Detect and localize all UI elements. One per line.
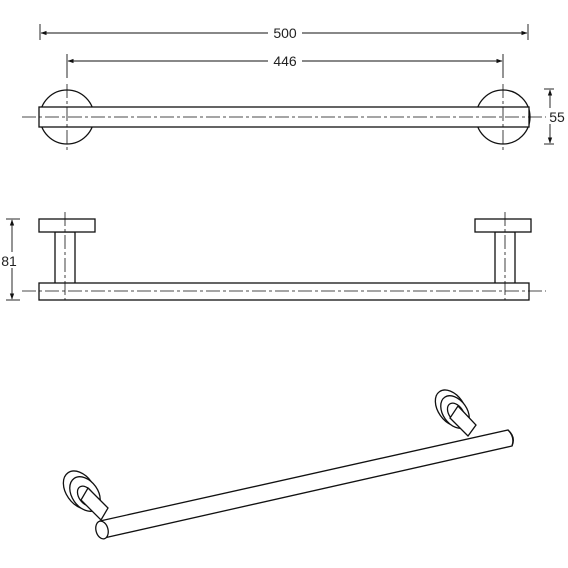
center-distance-label: 446 xyxy=(273,53,297,69)
isometric-view xyxy=(62,389,514,540)
dimension-rose-diameter: 55 xyxy=(544,88,568,145)
right-flange xyxy=(474,218,532,233)
top-view xyxy=(22,84,546,152)
iso-right-post xyxy=(449,404,477,437)
left-flange xyxy=(38,218,96,233)
iso-bar-end xyxy=(95,520,109,540)
front-view xyxy=(22,212,546,301)
dimension-projection: 81 xyxy=(0,218,22,301)
rose-diameter-label: 55 xyxy=(549,109,565,125)
iso-left-post xyxy=(80,486,109,522)
overall-length-label: 500 xyxy=(273,25,297,41)
front-view-bar xyxy=(38,282,530,301)
dimension-center-distance: 446 xyxy=(66,52,504,78)
iso-bar xyxy=(99,429,514,539)
projection-label: 81 xyxy=(1,253,17,269)
dimension-overall-length: 500 xyxy=(39,24,529,41)
